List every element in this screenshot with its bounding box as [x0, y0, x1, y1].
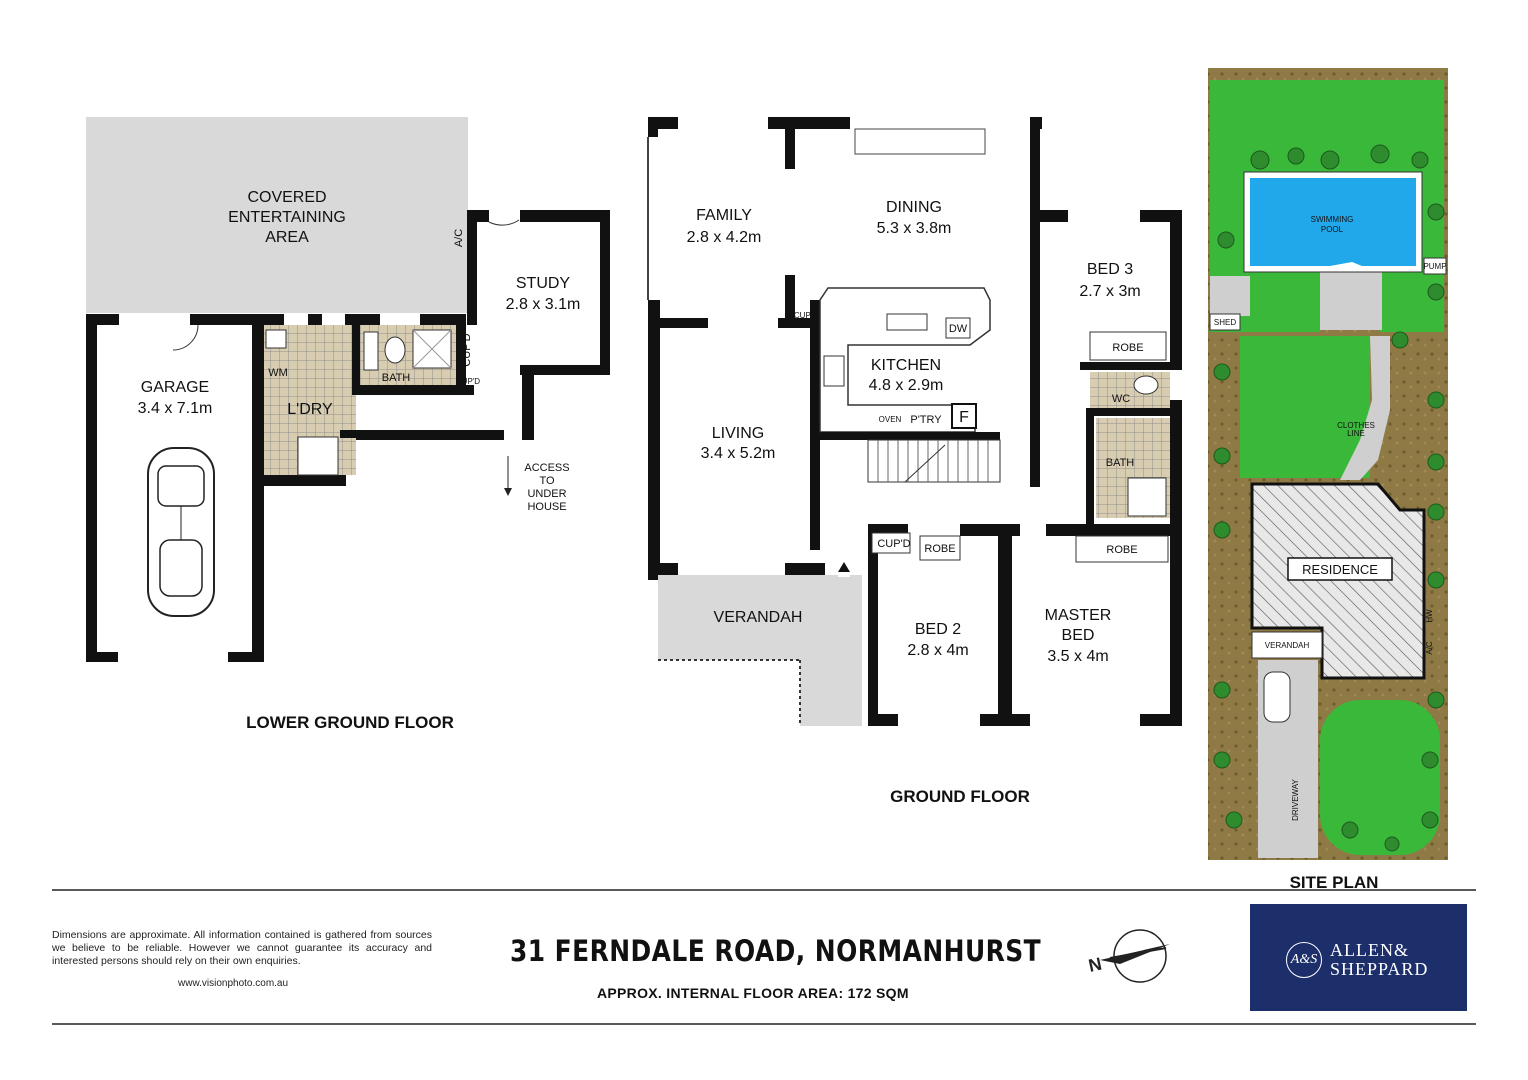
robe3-label: ROBE [1112, 342, 1143, 354]
dw-label: DW [949, 323, 968, 335]
covered-label-3: AREA [265, 229, 309, 246]
driveway-label: DRIVEWAY [1291, 778, 1300, 820]
site-ac-label: A/C [1425, 641, 1434, 655]
fridge-label: F [959, 409, 969, 426]
cupd-k-label: CUP'D [794, 311, 818, 320]
site-plan-title: SITE PLAN [1290, 873, 1379, 892]
clothes-line-label-2: LINE [1347, 429, 1365, 438]
logo-line-2: SHEPPARD [1330, 959, 1429, 979]
residence-label: RESIDENCE [1302, 562, 1378, 577]
living-label: LIVING [712, 425, 764, 442]
wm-label: WM [268, 367, 288, 379]
shed-label: SHED [1214, 318, 1236, 327]
master-label-2: BED [1062, 627, 1095, 644]
pool-label-1: SWIMMING [1311, 215, 1354, 224]
family-label: FAMILY [696, 207, 752, 224]
website-link[interactable]: www.visionphoto.com.au [178, 978, 289, 989]
robe2-label: ROBE [924, 543, 955, 555]
hw-label: HW [1425, 609, 1434, 623]
dining-label: DINING [886, 199, 942, 216]
living-dimensions: 3.4 x 5.2m [701, 445, 776, 462]
study-label: STUDY [516, 275, 571, 292]
garage-label: GARAGE [141, 379, 209, 396]
ac-label: A/C [453, 229, 465, 247]
access-line-4: HOUSE [527, 501, 566, 513]
kitchen-dimensions: 4.8 x 2.9m [869, 377, 944, 394]
master-label-1: MASTER [1045, 607, 1112, 624]
clothes-line-label-1: CLOTHES [1337, 421, 1375, 430]
covered-label-2: ENTERTAINING [228, 209, 346, 226]
ground-floor-title: GROUND FLOOR [890, 787, 1030, 806]
site-plan: SWIMMING POOL PUMP SHED CLOTHES LINE RES… [1208, 68, 1448, 892]
garage-dimensions: 3.4 x 7.1m [138, 400, 213, 417]
disclaimer-text: Dimensions are approximate. All informat… [52, 929, 432, 967]
lower-bath-label: BATH [382, 372, 411, 384]
covered-entertaining-area [86, 117, 468, 313]
floor-area: APPROX. INTERNAL FLOOR AREA: 172 SQM [597, 985, 909, 1001]
bed3-dimensions: 2.7 x 3m [1079, 283, 1140, 300]
pool-label-2: POOL [1321, 225, 1344, 234]
compass-north-label: N [1087, 954, 1104, 976]
study-dimensions: 2.8 x 3.1m [506, 296, 581, 313]
oven-label: OVEN [879, 415, 902, 424]
cupd-a-label: CUP'D [461, 333, 473, 366]
north-compass-icon: N [1087, 929, 1170, 983]
verandah-label: VERANDAH [714, 609, 803, 626]
bed2-dimensions: 2.8 x 4m [907, 642, 968, 659]
pump-label: PUMP [1423, 262, 1446, 271]
logo-mark-icon: A&S [1286, 942, 1322, 978]
family-dimensions: 2.8 x 4.2m [687, 229, 762, 246]
kitchen-label: KITCHEN [871, 357, 941, 374]
ground-floor: FAMILY 2.8 x 4.2m DINING 5.3 x 3.8m DW K… [647, 117, 1182, 806]
ground-bath-label: BATH [1106, 457, 1135, 469]
dining-dimensions: 5.3 x 3.8m [877, 220, 952, 237]
access-line-2: TO [539, 475, 555, 487]
pantry-label: P'TRY [910, 414, 942, 426]
bed3-label: BED 3 [1087, 261, 1133, 278]
covered-label-1: COVERED [247, 189, 326, 206]
cupd-b-label: CUP'D [456, 377, 480, 386]
master-dimensions: 3.5 x 4m [1047, 648, 1108, 665]
car-icon [147, 447, 215, 617]
lower-ground-floor: COVERED ENTERTAINING AREA A/C GARAGE 3.4… [86, 117, 610, 732]
access-line-1: ACCESS [524, 462, 569, 474]
robe-master-label: ROBE [1106, 544, 1137, 556]
access-line-3: UNDER [527, 488, 566, 500]
wc-label: WC [1112, 393, 1130, 405]
site-verandah-label: VERANDAH [1265, 641, 1310, 650]
bed2-label: BED 2 [915, 621, 961, 638]
property-address: 31 FERNDALE ROAD, NORMANHURST [510, 934, 1042, 968]
lower-ground-title: LOWER GROUND FLOOR [246, 713, 454, 732]
logo-line-1: ALLEN& [1330, 940, 1409, 960]
agency-logo: A&S ALLEN& SHEPPARD [1250, 904, 1467, 1011]
laundry-label: L'DRY [287, 401, 333, 418]
cupd-h-label: CUP'D [877, 538, 910, 550]
